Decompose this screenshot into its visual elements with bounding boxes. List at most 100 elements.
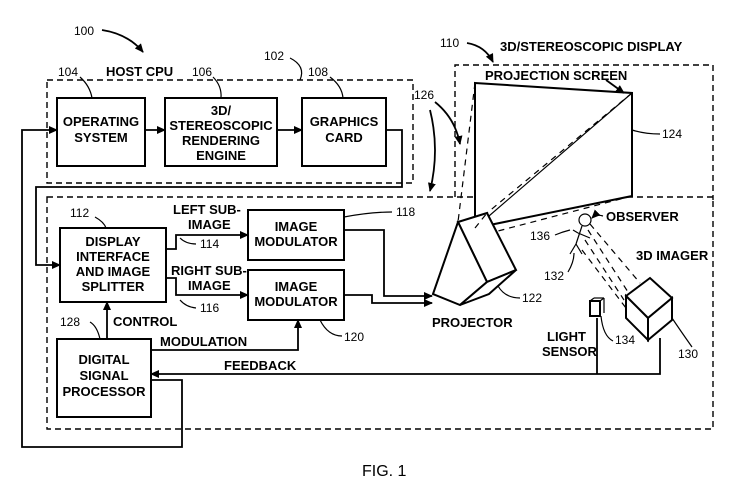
graphics-to-interface-line	[35, 129, 403, 269]
svg-text:MODULATOR: MODULATOR	[254, 234, 338, 249]
display-enclosure-lower	[46, 196, 714, 430]
ref-112: 112	[70, 206, 89, 220]
digital-signal-processor-box	[56, 338, 152, 418]
screen-label-arrow	[605, 79, 625, 94]
ref-106: 106	[192, 65, 212, 79]
svg-text:CARD: CARD	[325, 130, 363, 145]
host-cpu-enclosure	[46, 79, 414, 184]
operating-system-text: OPERATING SYSTEM	[63, 114, 139, 145]
svg-text:DISPLAY: DISPLAY	[85, 234, 140, 249]
image-modulator-left-text: IMAGE MODULATOR	[254, 219, 338, 249]
ref-120: 120	[344, 330, 364, 344]
leader-106	[212, 76, 222, 99]
leader-118	[343, 211, 393, 218]
digital-signal-processor-text: DIGITAL SIGNAL PROCESSOR	[62, 352, 146, 399]
screen-diagonal	[474, 92, 633, 229]
svg-text:SIGNAL: SIGNAL	[79, 368, 128, 383]
light-sensor-label-2: SENSOR	[542, 344, 598, 359]
svg-text:SPLITTER: SPLITTER	[82, 279, 145, 294]
leader-132	[567, 252, 575, 273]
svg-text:MODULATOR: MODULATOR	[254, 294, 338, 309]
modulator-left-to-projector	[344, 229, 433, 300]
3d-imager-icon	[624, 276, 674, 343]
svg-text:GRAPHICS: GRAPHICS	[310, 114, 379, 129]
ref-130: 130	[678, 347, 698, 361]
ref-104: 104	[58, 65, 78, 79]
leader-136	[554, 229, 571, 236]
display-enclosure-upper	[454, 64, 714, 200]
observer-label-arrow	[591, 209, 604, 219]
left-sub-image-label-2: IMAGE	[188, 217, 231, 232]
display-title-label: 3D/STEREOSCOPIC DISPLAY	[500, 39, 683, 54]
control-label: CONTROL	[113, 314, 177, 329]
figure-caption: FIG. 1	[362, 463, 407, 480]
3d-imager-label: 3D IMAGER	[636, 248, 709, 263]
display-interface-splitter-box	[59, 227, 167, 303]
svg-text:DIGITAL: DIGITAL	[78, 352, 129, 367]
graphics-card-text: GRAPHICS CARD	[310, 114, 379, 145]
ref-132: 132	[544, 269, 564, 283]
host-cpu-label: HOST CPU	[106, 64, 173, 79]
leader-124	[631, 129, 661, 135]
projection-ray-3	[474, 212, 488, 229]
projector-icon	[431, 211, 518, 307]
left-sub-image-line	[166, 231, 249, 250]
svg-text:OPERATING: OPERATING	[63, 114, 139, 129]
svg-text:AND IMAGE: AND IMAGE	[76, 264, 151, 279]
leader-108	[329, 76, 344, 99]
svg-text:IMAGE: IMAGE	[275, 279, 318, 294]
ref-108: 108	[308, 65, 328, 79]
ref-116: 116	[200, 301, 219, 315]
feedback-line	[150, 338, 661, 378]
image-modulator-right-box	[247, 269, 345, 321]
projection-ray-2	[486, 92, 633, 214]
leader-104	[79, 76, 93, 99]
sight-line-1	[589, 223, 641, 284]
display-interface-text: DISPLAY INTERFACE AND IMAGE SPLITTER	[76, 234, 151, 294]
svg-text:PROCESSOR: PROCESSOR	[62, 384, 146, 399]
light-sensor-label-1: LIGHT	[547, 329, 586, 344]
svg-text:RENDERING: RENDERING	[182, 133, 260, 148]
ref-110: 110	[440, 36, 459, 50]
svg-text:ENGINE: ENGINE	[196, 148, 246, 163]
leader-120	[319, 319, 343, 337]
svg-text:SYSTEM: SYSTEM	[74, 130, 127, 145]
ref-134: 134	[615, 333, 635, 347]
operating-system-box	[56, 97, 146, 167]
leader-116	[179, 299, 197, 309]
ref-124: 124	[662, 127, 682, 141]
light-sensor-icon	[589, 297, 605, 317]
observer-label: OBSERVER	[606, 209, 679, 224]
leader-102	[289, 57, 303, 81]
ref-100: 100	[74, 24, 94, 38]
ref-122: 122	[522, 291, 542, 305]
feedback-label: FEEDBACK	[224, 358, 297, 373]
leader-122	[497, 285, 521, 299]
right-sub-image-line	[166, 277, 249, 299]
leader-100	[101, 29, 144, 53]
sight-line-3	[584, 239, 625, 301]
ref-128: 128	[60, 315, 80, 329]
ref-118: 118	[396, 205, 415, 219]
leader-126-screen	[434, 101, 463, 145]
modulator-right-to-projector	[344, 294, 433, 307]
leader-134	[600, 315, 614, 342]
image-modulator-right-text: IMAGE MODULATOR	[254, 279, 338, 309]
leader-126-display	[428, 109, 436, 192]
left-sub-image-label-1: LEFT SUB-	[173, 202, 241, 217]
svg-text:3D/: 3D/	[211, 103, 232, 118]
right-sub-image-label-2: IMAGE	[188, 278, 231, 293]
leader-110	[466, 42, 494, 63]
leader-114	[179, 237, 197, 245]
leader-128	[89, 321, 101, 340]
ref-126: 126	[414, 88, 434, 102]
svg-text:IMAGE: IMAGE	[275, 219, 318, 234]
sight-line-2	[587, 229, 629, 293]
projection-screen	[474, 81, 633, 230]
modulation-line	[151, 319, 302, 351]
graphics-card-box	[301, 97, 387, 167]
leader-130	[671, 317, 693, 348]
observer-icon	[569, 213, 592, 255]
